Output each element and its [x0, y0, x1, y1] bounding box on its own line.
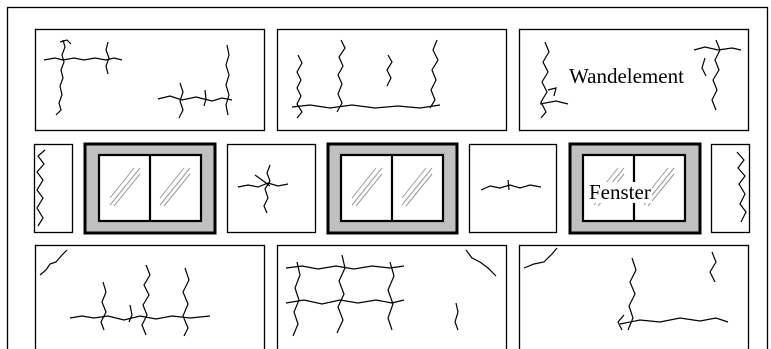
- crack-pattern: [39, 249, 211, 337]
- facade-border: [6, 6, 769, 349]
- crack-pattern: [237, 164, 289, 214]
- wall-panel-middle-right: [710, 143, 751, 234]
- wall-panel-middle-left: [33, 143, 74, 234]
- wall-panel-top-1: [34, 28, 266, 132]
- window-1: [83, 142, 217, 235]
- wall-panel-bottom-2: [276, 244, 508, 349]
- crack-pattern: [291, 39, 441, 119]
- wall-panel-middle-2: [468, 143, 558, 234]
- crack-pattern: [285, 249, 497, 337]
- wall-panel-top-2: [276, 28, 508, 132]
- wall-panel-bottom-3: [518, 244, 750, 349]
- wall-panel-bottom-1: [34, 244, 266, 349]
- crack-pattern: [36, 149, 46, 227]
- wall-panel-middle-1: [226, 143, 317, 234]
- crack-pattern: [523, 247, 729, 331]
- crack-pattern: [480, 179, 542, 191]
- wall-element-label: Wandelement: [568, 64, 685, 88]
- window-label: Fenster: [588, 180, 652, 204]
- crack-pattern: [539, 39, 742, 119]
- crack-pattern: [736, 151, 747, 223]
- window-2: [326, 142, 459, 235]
- crack-pattern: [43, 39, 233, 119]
